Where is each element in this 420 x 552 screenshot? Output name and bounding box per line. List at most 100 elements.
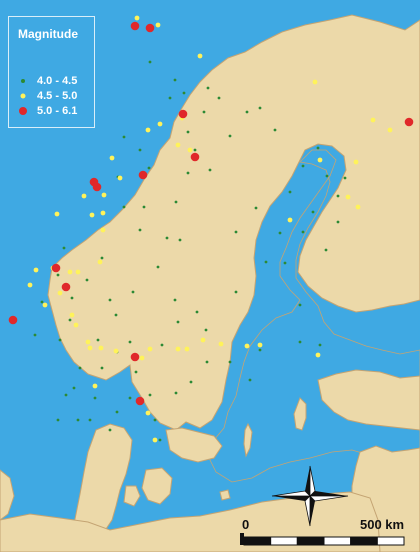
quake-medium <box>345 194 351 200</box>
quake-small <box>173 298 177 302</box>
quake-medium <box>287 217 293 223</box>
quake-small <box>174 391 178 395</box>
quake-small <box>40 300 44 304</box>
quake-small <box>122 205 126 209</box>
quake-small <box>156 265 160 269</box>
legend-label-medium: 4.5 - 5.0 <box>37 90 78 102</box>
quake-small <box>273 128 277 132</box>
quake-medium <box>175 346 181 352</box>
land-britain-edge <box>0 469 15 521</box>
quake-small <box>165 236 169 240</box>
quake-small <box>288 190 292 194</box>
quake-small <box>336 220 340 224</box>
quake-small <box>195 310 199 314</box>
quake-small <box>283 261 287 265</box>
quake-small <box>254 206 258 210</box>
quake-small <box>316 146 320 150</box>
scale-bar-segment <box>243 536 272 546</box>
quake-small <box>76 418 80 422</box>
quake-medium <box>101 192 107 198</box>
quake-medium <box>69 312 75 318</box>
quake-medium <box>200 337 206 343</box>
quake-small <box>234 230 238 234</box>
quake-medium <box>109 155 115 161</box>
quake-small <box>78 366 82 370</box>
quake-small <box>70 296 74 300</box>
quake-medium <box>197 53 203 59</box>
quake-medium <box>184 346 190 352</box>
quake-large <box>178 109 188 119</box>
quake-small <box>88 418 92 422</box>
quake-small <box>264 260 268 264</box>
quake-medium <box>57 290 63 296</box>
quake-medium <box>317 157 323 163</box>
legend-label-small: 4.0 - 4.5 <box>37 75 78 87</box>
quake-medium <box>355 204 361 210</box>
quake-small <box>193 148 197 152</box>
quake-small <box>56 418 60 422</box>
compass-rose-icon <box>271 465 349 527</box>
quake-small <box>228 360 232 364</box>
quake-large <box>404 117 414 127</box>
quake-small <box>142 205 146 209</box>
quake-small <box>234 290 238 294</box>
quake-medium <box>145 410 151 416</box>
quake-large <box>130 21 140 31</box>
quake-large <box>8 315 18 325</box>
quake-medium <box>134 15 140 21</box>
quake-medium <box>147 346 153 352</box>
quake-small <box>206 86 210 90</box>
quake-small <box>324 248 328 252</box>
quake-medium <box>315 352 321 358</box>
quake-small <box>228 134 232 138</box>
quake-small <box>64 393 68 397</box>
quake-small <box>258 106 262 110</box>
land-scania <box>165 427 223 463</box>
land-oland <box>243 422 253 458</box>
scale-bar <box>240 533 405 546</box>
quake-small <box>258 348 262 352</box>
quake-small <box>202 110 206 114</box>
quake-medium <box>81 193 87 199</box>
quake-small <box>122 135 126 139</box>
quake-medium <box>139 355 145 361</box>
quake-small <box>168 96 172 100</box>
legend-item-medium: 4.5 - 5.0 <box>9 89 94 103</box>
medium-quake-dot-icon <box>20 93 26 99</box>
quake-small <box>245 110 249 114</box>
quake-small <box>128 340 132 344</box>
land-zealand <box>141 467 173 505</box>
scale-bar-segment <box>296 536 325 546</box>
quake-medium <box>100 227 106 233</box>
scale-start-label: 0 <box>242 517 250 532</box>
quake-large <box>190 152 200 162</box>
quake-medium <box>100 210 106 216</box>
legend: Magnitude 4.0 - 4.5 4.5 - 5.0 5.0 - 6.1 <box>8 16 95 128</box>
quake-large <box>92 182 102 192</box>
quake-small <box>173 78 177 82</box>
quake-small <box>158 438 162 442</box>
quake-small <box>108 428 112 432</box>
quake-medium <box>54 211 60 217</box>
quake-small <box>298 340 302 344</box>
scale-bar-segment <box>350 536 378 546</box>
quake-medium <box>312 79 318 85</box>
quake-small <box>134 370 138 374</box>
scale-bar-segment <box>323 536 352 546</box>
quake-small <box>182 91 186 95</box>
quake-medium <box>27 282 33 288</box>
quake-medium <box>67 269 73 275</box>
quake-medium <box>87 345 93 351</box>
quake-medium <box>353 159 359 165</box>
quake-large <box>135 396 145 406</box>
quake-small <box>278 231 282 235</box>
quake-large <box>51 263 61 273</box>
quake-small <box>301 164 305 168</box>
quake-small <box>108 298 112 302</box>
quake-small <box>205 360 209 364</box>
quake-small <box>72 386 76 390</box>
land-bornholm <box>219 489 231 501</box>
quake-small <box>114 313 118 317</box>
quake-medium <box>187 147 193 153</box>
quake-large <box>130 352 140 362</box>
